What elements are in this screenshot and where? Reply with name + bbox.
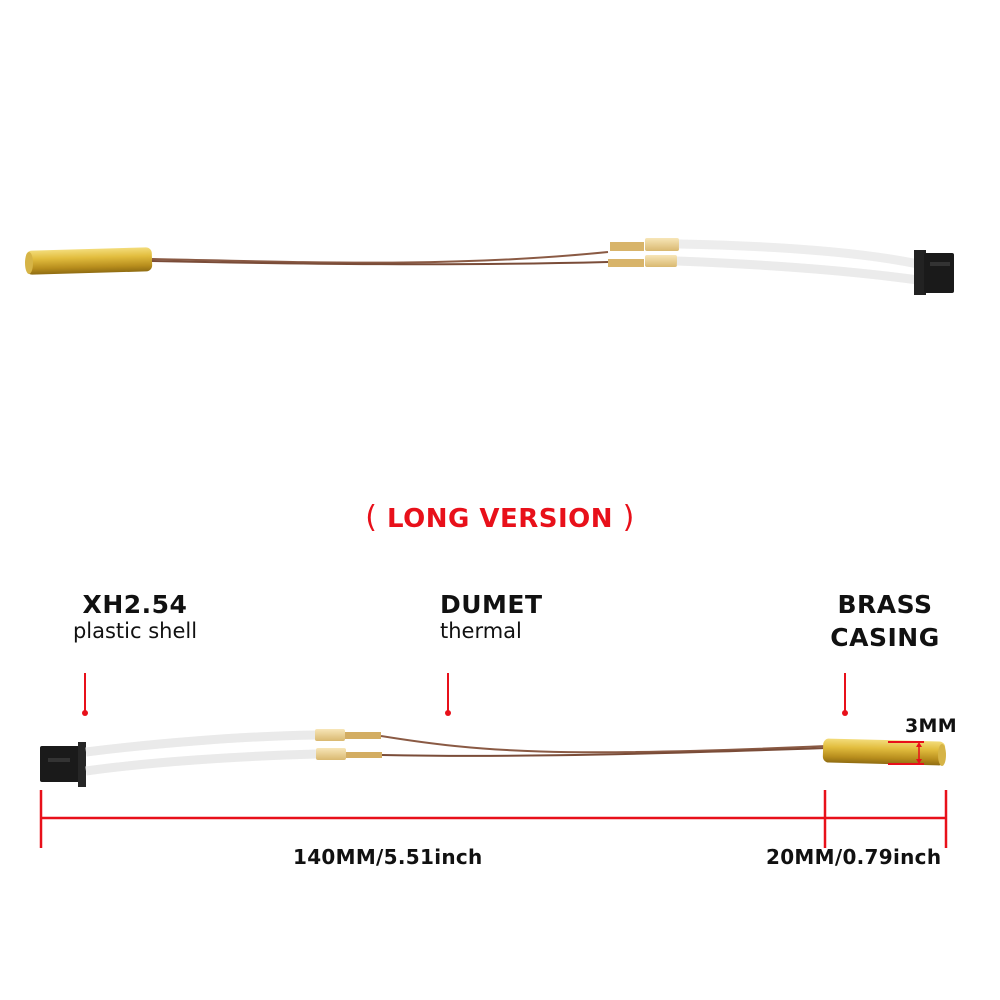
brass-casing-bottom — [822, 738, 946, 766]
version-title: ( LONG VERSION ) — [0, 500, 1000, 535]
connector-label-subtitle: plastic shell — [72, 619, 198, 643]
diameter-indicator — [888, 741, 924, 765]
top-sensor — [25, 238, 954, 295]
pointer-brass — [842, 673, 848, 716]
brass-casing-top — [25, 247, 153, 275]
title-text: LONG VERSION — [386, 504, 614, 534]
title-open-paren: ( — [365, 500, 378, 535]
length-dimension-line — [39, 790, 948, 848]
annotations — [39, 673, 948, 848]
dumet-label: DUMET thermal — [440, 590, 560, 643]
pointer-connector — [82, 673, 88, 716]
brass-label-line1: BRASS — [837, 590, 933, 619]
xh254-connector-bottom — [40, 742, 86, 787]
dumet-label-title: DUMET — [440, 590, 543, 619]
title-close-paren: ) — [622, 500, 635, 535]
dumet-label-subtitle: thermal — [440, 619, 522, 643]
casing-length-label: 20MM/0.79inch — [766, 845, 942, 869]
brass-label-line2: CASING — [830, 623, 940, 652]
connector-label: XH2.54 plastic shell — [40, 590, 230, 643]
cable-length-label: 140MM/5.51inch — [293, 845, 483, 869]
xh254-connector-top — [914, 250, 954, 295]
pointer-dumet — [445, 673, 451, 716]
diameter-label: 3MM — [905, 715, 957, 737]
connector-label-title: XH2.54 — [82, 590, 188, 619]
brass-label: BRASS CASING — [815, 590, 955, 652]
bottom-sensor — [40, 729, 946, 787]
